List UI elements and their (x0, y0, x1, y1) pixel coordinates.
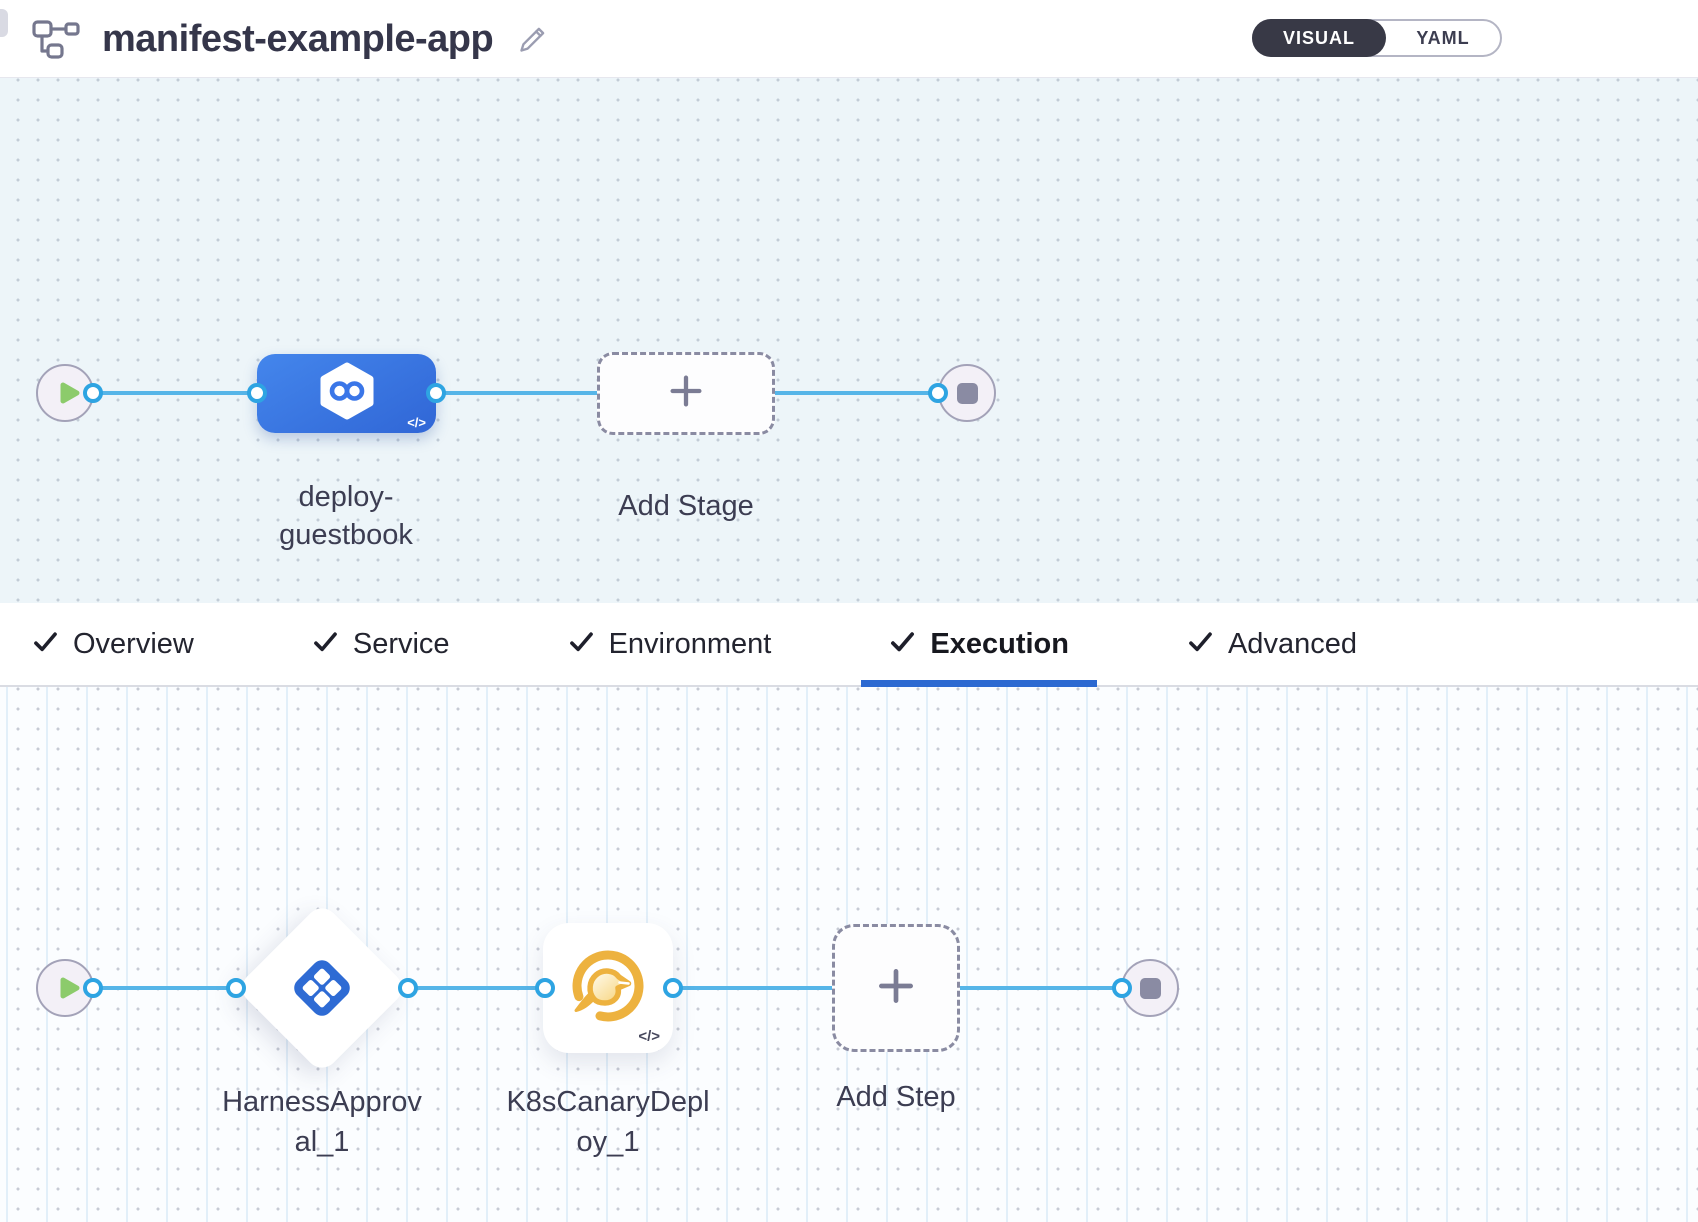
add-step-label: Add Step (836, 1081, 956, 1113)
stage-node-deploy-guestbook[interactable]: </> (257, 354, 436, 433)
pipeline-title: manifest-example-app (102, 17, 494, 60)
tab-execution[interactable]: Execution (861, 603, 1097, 687)
stage-canvas: </> deploy-guestbook Add Stage (0, 78, 1698, 603)
stage-name-label: deploy-guestbook (279, 481, 413, 551)
tab-overview[interactable]: Overview (32, 603, 194, 685)
header: manifest-example-app VISUAL YAML (0, 0, 1698, 78)
pipeline-icon (30, 17, 82, 61)
check-icon (889, 628, 916, 660)
step-name-label: HarnessApproval_1 (222, 1086, 422, 1158)
tab-label: Environment (608, 627, 772, 660)
connector-port (83, 383, 103, 403)
tab-advanced[interactable]: Advanced (1187, 603, 1357, 685)
add-stage-label: Add Stage (618, 490, 754, 522)
connector-port (426, 383, 446, 403)
execution-canvas: </> HarnessApproval_1 K8sCanaryDeploy_1 … (0, 687, 1698, 1222)
tab-service[interactable]: Service (312, 603, 450, 685)
play-icon (54, 974, 82, 1002)
connector-port (535, 978, 555, 998)
tab-label: Advanced (1227, 627, 1357, 660)
add-stage-button[interactable] (597, 352, 775, 435)
toggle-option-visual[interactable]: VISUAL (1252, 19, 1386, 57)
step-node-harness-approval[interactable] (235, 901, 409, 1075)
step-code-badge: </> (638, 1028, 660, 1045)
canary-bird-icon (565, 943, 651, 1034)
check-icon (312, 628, 339, 660)
harness-approval-icon (288, 954, 356, 1022)
tab-environment[interactable]: Environment (568, 603, 772, 685)
connector-port (83, 978, 103, 998)
stop-icon (1139, 977, 1161, 999)
tab-label: Execution (930, 627, 1069, 660)
play-icon (54, 379, 82, 407)
connector-port (247, 383, 267, 403)
tab-label: Overview (73, 627, 194, 660)
connector-port (928, 383, 948, 403)
cd-infinity-hexagon-icon (318, 362, 376, 425)
sidebar-edge-notch (0, 9, 8, 37)
plus-icon (665, 370, 707, 417)
connector-line (93, 391, 938, 395)
stage-code-badge: </> (407, 415, 426, 430)
stage-tabbar: Overview Service Environment Execution A… (0, 603, 1698, 687)
step-name-label: K8sCanaryDeploy_1 (506, 1086, 710, 1158)
connector-port (398, 978, 418, 998)
active-tab-underline (861, 680, 1097, 687)
connector-port (226, 978, 246, 998)
check-icon (32, 628, 59, 660)
connector-port (663, 978, 683, 998)
stop-icon (956, 382, 978, 404)
edit-pencil-icon[interactable] (517, 23, 549, 55)
add-step-button[interactable] (832, 924, 960, 1052)
check-icon (568, 628, 595, 660)
step-node-k8s-canary-deploy[interactable]: </> (543, 923, 673, 1053)
plus-icon (873, 963, 919, 1014)
connector-port (1112, 978, 1132, 998)
view-mode-toggle: VISUAL YAML (1252, 19, 1502, 57)
check-icon (1187, 628, 1214, 660)
toggle-option-yaml[interactable]: YAML (1416, 27, 1470, 48)
tab-label: Service (352, 627, 450, 660)
